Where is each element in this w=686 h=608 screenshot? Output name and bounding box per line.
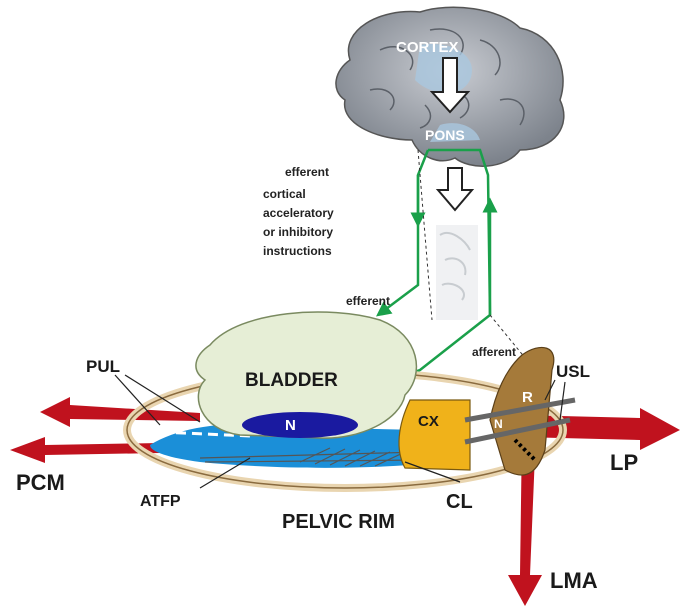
efferent-note-3: acceleratory xyxy=(263,206,334,220)
pons-label: PONS xyxy=(425,127,465,143)
afferent-label: afferent xyxy=(472,345,516,359)
bladder-n-label: N xyxy=(285,417,296,434)
pul-label: PUL xyxy=(86,357,120,376)
pons-to-cord-arrow xyxy=(438,168,472,210)
usl-label: USL xyxy=(556,362,590,381)
pcm-label: PCM xyxy=(16,470,65,495)
efferent-note-1: efferent xyxy=(285,165,329,179)
bladder-label: BLADDER xyxy=(245,370,338,391)
spinal-cord xyxy=(436,225,478,320)
pelvic-rim-label: PELVIC RIM xyxy=(282,511,395,533)
r-label: R xyxy=(522,389,533,406)
bladder-n-region xyxy=(242,412,358,438)
cx-label: CX xyxy=(418,413,439,430)
efferent-note-5: instructions xyxy=(263,244,332,258)
atfp-label: ATFP xyxy=(140,493,181,510)
cortex-label: CORTEX xyxy=(396,39,459,56)
pcm-upper-arrow xyxy=(40,397,200,427)
efferent-label: efferent xyxy=(346,294,390,308)
cl-label: CL xyxy=(446,491,473,513)
rectum-n-label: N xyxy=(494,417,503,431)
lma-label: LMA xyxy=(550,568,598,593)
cervix xyxy=(399,400,470,470)
efferent-note-4: or inhibitory xyxy=(263,225,333,239)
efferent-note-2: cortical xyxy=(263,187,306,201)
lp-label: LP xyxy=(610,450,638,475)
